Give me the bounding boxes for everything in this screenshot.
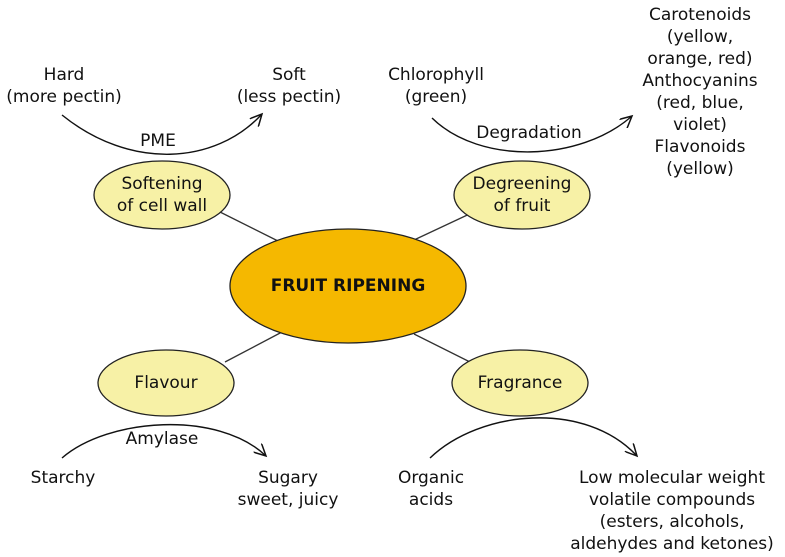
text-line: sweet, juicy (237, 490, 339, 510)
softening-from-text: Hard (more pectin) (0, 64, 128, 108)
text-line: volatile compounds (588, 490, 756, 510)
text-line: (less pectin) (236, 87, 342, 107)
degreening-process-label: Degradation (476, 123, 582, 143)
softening-label-line: of cell wall (116, 196, 208, 216)
text-line: Carotenoids (649, 5, 751, 25)
text-line: Sugary (258, 468, 318, 488)
fragrance-arrow (429, 417, 637, 459)
softening-enzyme-label: PME (140, 131, 176, 151)
degreening-arrow (431, 116, 632, 153)
connector-flavour (224, 331, 283, 363)
text-line: Anthocyanins (642, 71, 758, 91)
text-line: Hard (43, 65, 85, 85)
center-node (229, 228, 467, 344)
flavour-enzyme-label: Amylase (125, 429, 199, 449)
softening-node (93, 160, 231, 230)
fragrance-label: Fragrance (477, 373, 563, 393)
text-line: Flavonoids (654, 137, 746, 157)
fragrance-node (451, 349, 589, 417)
text-line: (yellow, (666, 27, 734, 47)
connector-fragrance (413, 333, 471, 363)
text-line: orange, red) (647, 49, 753, 69)
flavour-from-text: Starchy (30, 468, 96, 488)
degreening-label: Degreening of fruit (454, 173, 590, 217)
text-line: (red, blue, (656, 93, 744, 113)
softening-to-text: Soft (less pectin) (230, 64, 348, 108)
text-line: Low molecular weight (579, 468, 765, 488)
fragrance-from-text: Organic acids (384, 467, 478, 511)
text-line: Chlorophyll (388, 65, 484, 85)
softening-label-line: Softening (121, 174, 203, 194)
flavour-arrow (61, 424, 266, 459)
text-line: Soft (272, 65, 306, 85)
degreening-from-text: Chlorophyll (green) (374, 64, 498, 108)
flavour-node (97, 349, 235, 417)
fragrance-to-text: Low molecular weight volatile compounds … (560, 467, 784, 555)
text-line: (esters, alcohols, (599, 512, 745, 532)
degreening-label-line: Degreening (472, 174, 572, 194)
text-line: aldehydes and ketones) (570, 534, 774, 554)
text-line: (green) (404, 87, 468, 107)
degreening-to-text: Carotenoids (yellow, orange, red) Anthoc… (620, 4, 780, 180)
text-line: Organic (397, 468, 465, 488)
degreening-label-line: of fruit (493, 196, 551, 216)
text-line: acids (408, 490, 454, 510)
softening-label: Softening of cell wall (94, 173, 230, 217)
connector-softening (219, 211, 283, 244)
flavour-to-text: Sugary sweet, juicy (222, 467, 354, 511)
degreening-node (453, 160, 591, 230)
text-line: violet) (673, 115, 727, 135)
flavour-label: Flavour (134, 373, 198, 393)
softening-arrow (61, 114, 262, 155)
center-label: FRUIT RIPENING (270, 276, 426, 296)
text-line: (yellow) (666, 159, 734, 179)
text-line: (more pectin) (6, 87, 122, 107)
